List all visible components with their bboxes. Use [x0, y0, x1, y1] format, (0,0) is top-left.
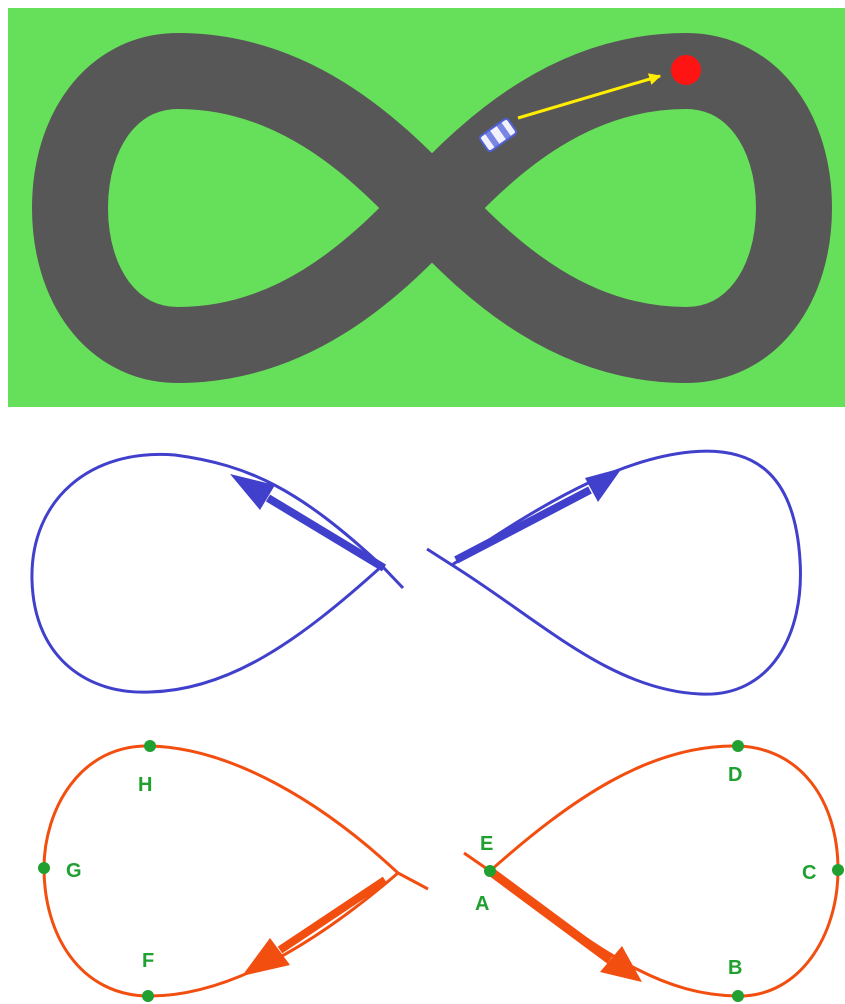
- point-f-label: F: [142, 950, 154, 972]
- orange-right-arrow: [490, 871, 610, 960]
- point-c-label: C: [802, 862, 816, 884]
- point-c-marker: [832, 864, 844, 876]
- blue-right-loop: [427, 451, 800, 694]
- point-e-label: E: [480, 833, 493, 855]
- blue-right-arrowhead: [585, 468, 622, 502]
- target-dot-icon: [671, 55, 701, 85]
- blue-curves: [32, 451, 801, 694]
- blue-left-loop: [32, 454, 403, 692]
- point-h-label: H: [138, 774, 152, 796]
- blue-right-arrow: [456, 490, 590, 560]
- track-panel: [8, 8, 845, 407]
- orange-left-arrow: [280, 880, 385, 950]
- point-d-marker: [732, 740, 744, 752]
- orange-right-loop: [464, 746, 838, 996]
- point-f-marker: [142, 990, 154, 1002]
- blue-left-arrow: [268, 498, 384, 568]
- point-b-label: B: [728, 957, 742, 979]
- point-d-label: D: [728, 764, 742, 786]
- point-g-label: G: [66, 860, 82, 882]
- orange-left-loop: [44, 746, 428, 996]
- point-a-label: A: [475, 893, 489, 915]
- point-b-marker: [732, 990, 744, 1002]
- point-a-marker: [484, 865, 496, 877]
- blue-left-arrowhead: [230, 474, 275, 510]
- point-g-marker: [38, 862, 50, 874]
- point-h-marker: [144, 740, 156, 752]
- orange-curves: H G F E A D C B: [38, 740, 844, 1002]
